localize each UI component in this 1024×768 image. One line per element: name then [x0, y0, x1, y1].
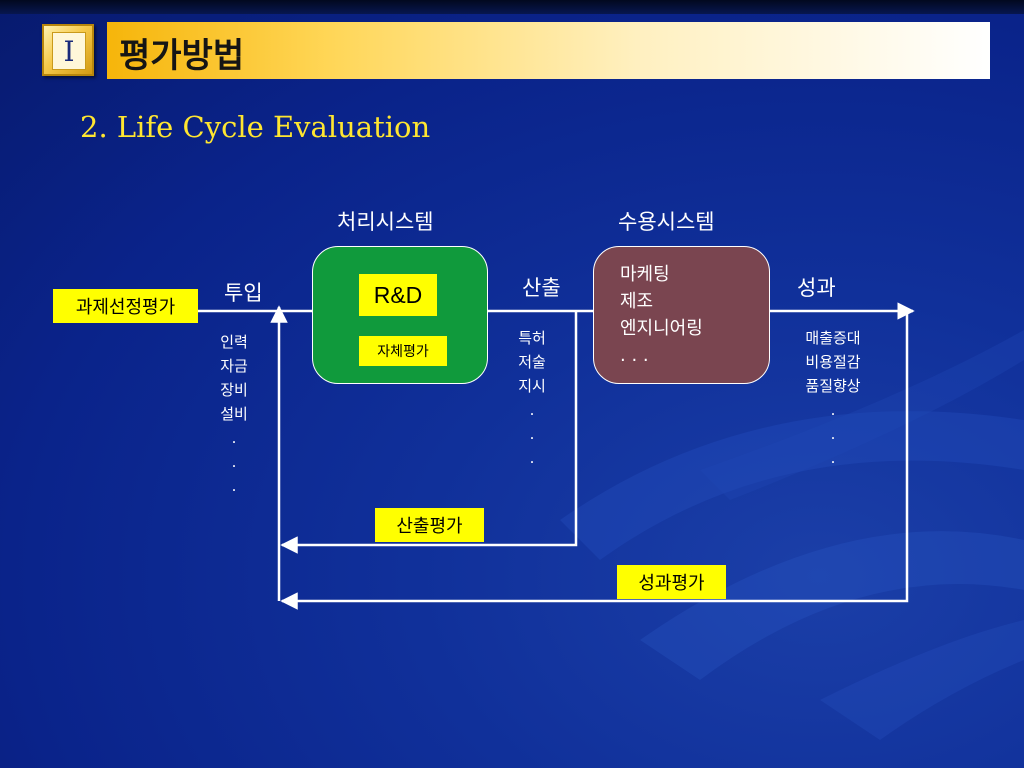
processing-system-label: 처리시스템 — [337, 210, 434, 234]
input-item: . — [231, 477, 237, 495]
input-item: 설비 — [220, 405, 248, 423]
output-label: 산출 — [522, 276, 561, 300]
output-feedback-loop — [280, 311, 578, 554]
input-item: . — [231, 429, 237, 447]
rnd-tag: R&D — [359, 274, 437, 316]
outcome-item: . — [830, 401, 836, 419]
output-item: . — [529, 401, 535, 419]
input-item: 장비 — [220, 381, 248, 399]
acceptance-system-label: 수용시스템 — [618, 210, 715, 234]
output-item: . — [529, 425, 535, 443]
section-number-badge: I — [42, 24, 94, 76]
output-item: . — [529, 449, 535, 467]
outcome-eval-tag: 성과평가 — [617, 565, 726, 599]
outcome-item: . — [830, 425, 836, 443]
self-eval-tag: 자체평가 — [359, 336, 447, 366]
title-bar: 평가방법 — [107, 22, 990, 79]
acceptance-system-box: 마케팅 제조 엔지니어링 . . . — [593, 246, 770, 384]
input-item: 인력 — [220, 333, 248, 351]
input-item: 자금 — [220, 357, 248, 375]
input-item: . — [231, 453, 237, 471]
acceptance-item: 엔지니어링 — [620, 318, 703, 339]
section-number: I — [52, 32, 86, 70]
processing-system-box: R&D 자체평가 — [312, 246, 488, 384]
outcome-item: . — [830, 449, 836, 467]
outcome-item: 비용절감 — [805, 353, 861, 371]
slide-subtitle: 2. Life Cycle Evaluation — [80, 110, 431, 144]
input-items-list: 인력 자금 장비 설비 . . . — [212, 330, 256, 498]
acceptance-item: . . . — [620, 345, 649, 366]
project-selection-eval-tag: 과제선정평가 — [53, 289, 198, 323]
output-item: 특허 — [518, 329, 546, 347]
output-item: 저술 — [518, 353, 546, 371]
acceptance-item: 마케팅 — [620, 264, 670, 285]
page-title: 평가방법 — [119, 36, 245, 76]
outcome-item: 매출증대 — [805, 329, 861, 347]
acceptance-items-list: 마케팅 제조 엔지니어링 . . . — [620, 261, 703, 369]
acceptance-item: 제조 — [620, 291, 654, 312]
output-items-list: 특허 저술 지시 . . . — [510, 326, 554, 470]
top-strip — [0, 0, 1024, 14]
outcome-items-list: 매출증대 비용절감 품질향상 . . . — [790, 326, 876, 470]
output-eval-tag: 산출평가 — [375, 508, 484, 542]
input-label: 투입 — [224, 281, 263, 305]
outcome-item: 품질향상 — [805, 377, 861, 395]
output-item: 지시 — [518, 377, 546, 395]
outcome-feedback-loop — [280, 311, 909, 610]
outcome-label: 성과 — [797, 276, 836, 300]
